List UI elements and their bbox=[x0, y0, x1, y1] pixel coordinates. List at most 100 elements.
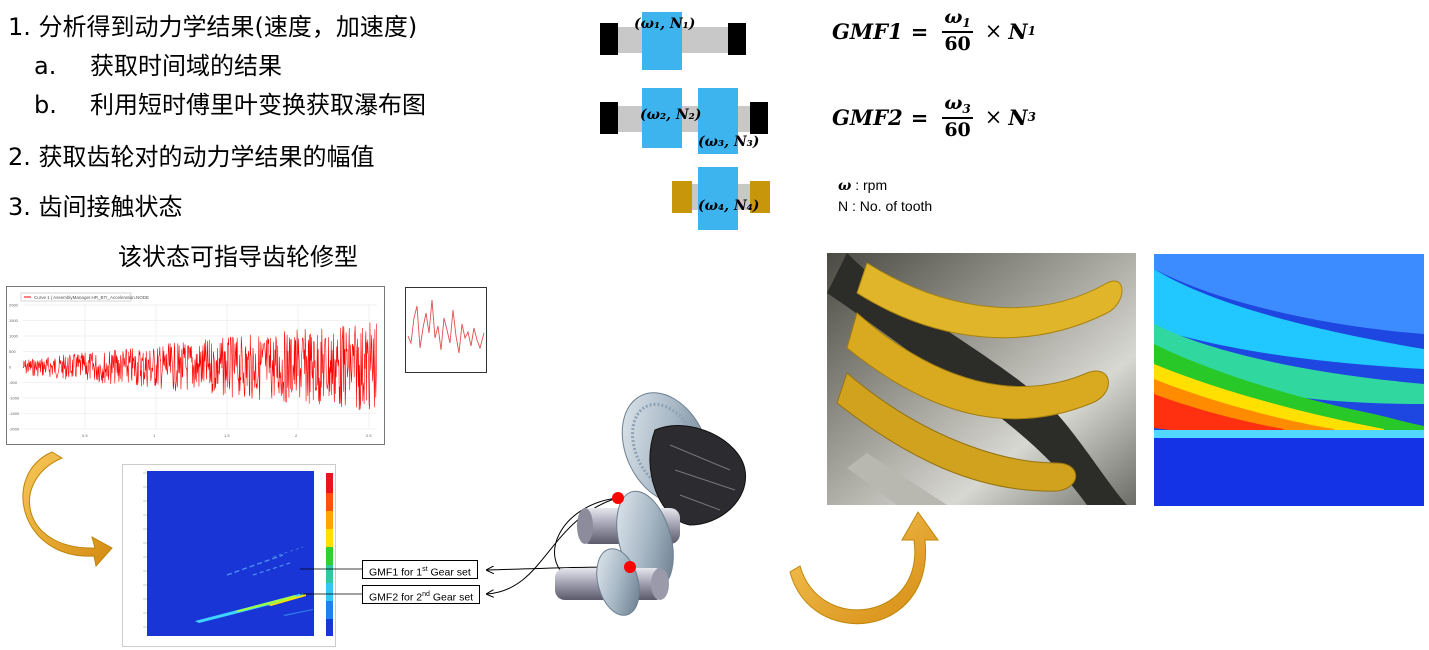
bearing-3-right bbox=[750, 181, 770, 213]
formula-gmf1-lhs: GMF1 bbox=[832, 18, 903, 44]
contour-band-2 bbox=[1154, 269, 1424, 369]
waterfall-streak-gmf1 bbox=[226, 554, 284, 576]
formula-gmf2-lhs: GMF2 bbox=[832, 104, 903, 130]
gear-label-2: (ω₂, N₂) bbox=[640, 107, 702, 123]
gear-3 bbox=[698, 88, 738, 154]
photo-lower-tooth bbox=[847, 453, 947, 505]
time-plot-y-tick: -2000 bbox=[9, 427, 20, 432]
list-item-3: 3. 齿间接触状态 bbox=[8, 193, 183, 221]
formula-gmf2-rhs-sub: 3 bbox=[1027, 110, 1036, 124]
formula-gmf2-num-sub: 3 bbox=[962, 102, 971, 116]
formula-gmf1-num-sub: 1 bbox=[962, 16, 971, 30]
waterfall-streak-low bbox=[283, 609, 313, 616]
time-domain-plot-svg: Curve 1 | AssemblyManager.HR_BTI_Acceler… bbox=[9, 292, 377, 439]
time-plot-x-tick: 1 bbox=[153, 433, 156, 438]
time-plot-grid bbox=[23, 304, 377, 430]
formula-gmf1-times: × bbox=[984, 19, 1003, 43]
contour-edge bbox=[1154, 430, 1424, 438]
note-omega-symbol: ω bbox=[838, 178, 852, 194]
contour-band-3 bbox=[1154, 324, 1424, 404]
time-plot-y-tick: 0 bbox=[9, 365, 12, 370]
contour-band-1 bbox=[1154, 254, 1424, 334]
gearbox-3d-illustration bbox=[555, 392, 746, 616]
callout-gmf2: GMF2 for 2nd Gear set bbox=[362, 585, 481, 604]
contact-point-1 bbox=[612, 492, 624, 504]
formula-gmf2-equals: = bbox=[910, 104, 929, 130]
zoom-inset-svg bbox=[407, 299, 485, 354]
list-item-1b-marker: b. bbox=[34, 91, 57, 119]
contact-pressure-contour bbox=[1154, 254, 1424, 506]
gear-1 bbox=[642, 12, 682, 70]
formula-gmf1-rhs: N bbox=[1008, 18, 1028, 44]
callout-gmf2-text: GMF2 for 2 bbox=[369, 591, 423, 604]
time-domain-plot: Curve 1 | AssemblyManager.HR_BTI_Acceler… bbox=[6, 286, 385, 445]
time-plot-x-tick: 0.5 bbox=[82, 433, 88, 438]
gear-contact-photo bbox=[827, 253, 1136, 505]
gear-label-1: (ω₁, N₁) bbox=[634, 16, 696, 32]
gear-2 bbox=[642, 88, 682, 148]
subtitle: 该状态可指导齿轮修型 bbox=[118, 243, 358, 271]
waterfall-streak-gmf2-peak bbox=[268, 594, 306, 606]
time-plot-y-tick: -1000 bbox=[9, 396, 20, 401]
callout-gmf1-tail: Gear set bbox=[427, 566, 471, 579]
waterfall-streak-harmonic bbox=[272, 546, 304, 558]
waterfall-svg bbox=[143, 471, 333, 636]
formula-gmf2-times: × bbox=[984, 105, 1003, 129]
time-plot-legend-box bbox=[20, 292, 132, 302]
contour-band-7 bbox=[1154, 394, 1284, 436]
time-plot-x-tick: 2.5 bbox=[366, 433, 372, 438]
curved-arrow-left bbox=[22, 451, 113, 568]
note-n: N : No. of tooth bbox=[838, 198, 933, 214]
time-plot-y-tick: 1500 bbox=[9, 318, 19, 323]
time-plot-y-tick: 2000 bbox=[9, 303, 19, 308]
callout-gmf2-tail: Gear set bbox=[429, 591, 474, 604]
waterfall-plot bbox=[122, 464, 336, 647]
formula-gmf1-num: ω bbox=[944, 6, 963, 28]
time-plot-x-tick: 1.5 bbox=[224, 433, 230, 438]
photo-tooth-1-paint bbox=[856, 262, 1123, 339]
formula-gmf2-rhs: N bbox=[1008, 104, 1028, 130]
callout-gmf1-sup: st bbox=[422, 566, 428, 573]
curved-arrow-right bbox=[789, 511, 939, 625]
housing-mesh bbox=[669, 444, 736, 511]
contact-point-2 bbox=[624, 561, 636, 573]
bearing-1-left bbox=[600, 23, 618, 55]
time-plot-y-tick: -500 bbox=[9, 380, 18, 385]
shaft-2 bbox=[604, 106, 768, 132]
formula-gmf1-fraction: ω1 60 bbox=[942, 6, 973, 55]
list-item-1a: a.获取时间域的结果 bbox=[34, 51, 282, 81]
waterfall-y-ticks bbox=[143, 472, 147, 628]
list-item-2: 2. 获取齿轮对的动力学结果的幅值 bbox=[8, 143, 375, 171]
formula-gmf2-fraction: ω3 60 bbox=[942, 92, 973, 140]
differential-housing bbox=[649, 425, 746, 526]
time-plot-y-tick: -1500 bbox=[9, 411, 20, 416]
list-item-1a-marker: a. bbox=[34, 52, 57, 80]
time-plot-y-tick: 500 bbox=[9, 349, 16, 354]
output-shaft-end bbox=[651, 568, 669, 600]
formula-gmf1-den: 60 bbox=[944, 33, 971, 55]
bearing-1-right bbox=[728, 23, 746, 55]
waterfall-streak-gmf1-b bbox=[252, 561, 294, 576]
time-plot-x-tick: 2 bbox=[295, 433, 298, 438]
zoom-inset-plot bbox=[405, 287, 487, 373]
formula-gmf2-num: ω bbox=[944, 92, 963, 114]
photo-tooth-2-paint bbox=[846, 312, 1109, 420]
formula-gmf1-equals: = bbox=[910, 18, 929, 44]
bearing-2-left bbox=[600, 102, 618, 134]
list-item-1b-text: 利用短时傅里叶变换获取瀑布图 bbox=[90, 91, 426, 119]
formula-gmf1-rhs-sub: 1 bbox=[1027, 24, 1036, 38]
gear-4 bbox=[698, 167, 738, 230]
zoom-inset-signal bbox=[407, 299, 485, 354]
gear-label-3: (ω₃, N₃) bbox=[698, 134, 760, 150]
gear-train-diagram bbox=[600, 12, 770, 230]
bearing-2-right bbox=[750, 102, 768, 134]
waterfall-colorbar bbox=[326, 473, 333, 636]
photo-tooth-3-paint bbox=[836, 372, 1077, 492]
time-plot-signal bbox=[22, 322, 377, 411]
note-omega-text: : rpm bbox=[851, 177, 888, 193]
time-plot-legend-text: Curve 1 | AssemblyManager.HR_BTI_Acceler… bbox=[34, 295, 149, 300]
